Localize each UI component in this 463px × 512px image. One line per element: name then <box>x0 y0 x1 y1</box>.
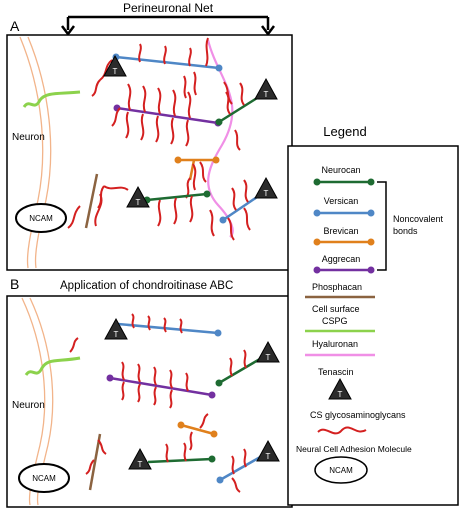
legend-hyaluronan-label: Hyaluronan <box>312 339 358 349</box>
panel-b-letter: B <box>10 276 19 292</box>
legend-aggrecan-swatch <box>313 266 375 274</box>
legend-noncovalent-bracket <box>377 181 387 271</box>
panel-b-neurocan-lower <box>147 455 216 464</box>
panel-a-phosphacan <box>84 173 99 229</box>
panel-a-tenascin-2-letter: T <box>264 90 269 99</box>
legend-cs-gag-swatch <box>317 426 367 435</box>
legend-phosphacan-label: Phosphacan <box>312 282 362 292</box>
legend-neurocan-swatch <box>313 178 375 186</box>
panel-b-versican-lower <box>216 454 263 484</box>
panel-b-phosphacan <box>88 433 102 491</box>
panel-b-aggrecan <box>106 374 216 399</box>
panel-a-cs-gags-lower-left <box>67 163 197 229</box>
panel-b-brevican <box>177 421 218 438</box>
legend-ncam-description: Neural Cell Adhesion Molecule <box>296 444 412 454</box>
panel-a-cell-surface-cspg <box>22 90 81 108</box>
panel-b-tenascin-2-letter: T <box>266 353 271 362</box>
perineuronal-net-bracket <box>61 15 275 37</box>
panel-b-cs-stubs-versican-lower <box>231 448 247 493</box>
legend-noncovalent-line2: bonds <box>393 226 418 236</box>
panel-a-cs-gags-aggrecan <box>111 83 192 147</box>
panel-b-cs-stubs-neurocan-lower <box>165 442 187 463</box>
legend-neurocan-label: Neurocan <box>321 165 360 175</box>
panel-a-tenascin-1-letter: T <box>113 67 118 76</box>
panel-b-tenascin-1-letter: T <box>114 330 119 339</box>
panel-a-tenascin-3-letter: T <box>136 198 141 207</box>
perineuronal-net-label: Perineuronal Net <box>123 1 214 15</box>
panel-b-cs-stubs-aggrecan <box>121 361 189 409</box>
panel-a-cs-gags-neurocan-top <box>225 82 245 151</box>
panel-a-neuron-membrane <box>19 36 52 269</box>
panel-b-title: Application of chondroitinase ABC <box>60 280 233 292</box>
panel-a-cs-gags-lower-right <box>209 179 251 241</box>
legend-tenascin-label: Tenascin <box>318 367 354 377</box>
legend-cell-surface-line1: Cell surface <box>312 304 360 314</box>
panel-a-frame <box>6 34 293 271</box>
panel-b-cs-stubs-neurocan-top <box>229 349 247 377</box>
legend-ncam-label: NCAM <box>329 466 353 475</box>
panel-a-brevican <box>174 156 220 181</box>
panel-b-cs-stubs-phosphacan <box>85 439 107 475</box>
legend-brevican-swatch <box>313 238 375 246</box>
panel-b-cs-stubs-brevican <box>189 413 209 451</box>
legend-versican-label: Versican <box>324 196 359 206</box>
panel-a-tenascin-4-letter: T <box>264 189 269 198</box>
legend-tenascin-letter: T <box>338 390 343 399</box>
panel-a-neuron-label: Neuron <box>12 132 45 143</box>
panel-a-ncam-label: NCAM <box>29 214 53 223</box>
legend-ncam-swatch <box>314 456 368 484</box>
legend-cell-surface-line2: CSPG <box>322 316 348 326</box>
panel-a-letter: A <box>10 18 20 34</box>
panel-b-ncam-label: NCAM <box>32 474 56 483</box>
panel-b-versican <box>117 322 222 337</box>
panel-b-tenascin-4-letter: T <box>266 452 271 461</box>
panel-b-tenascin-3-letter: T <box>138 460 143 469</box>
panel-a-cs-gags-versican <box>91 43 192 97</box>
panel-b-cs-stubs-versican <box>131 313 183 334</box>
legend-aggrecan-label: Aggrecan <box>322 254 361 264</box>
legend-noncovalent-line1: Noncovalent <box>393 214 444 224</box>
legend-cs-gag-label: CS glycosaminoglycans <box>310 410 406 420</box>
panel-a-ncam <box>15 203 67 233</box>
legend-title: Legend <box>323 124 366 139</box>
legend-versican-swatch <box>313 209 375 217</box>
legend-frame <box>287 145 459 506</box>
panel-b-neuron-label: Neuron <box>12 400 45 411</box>
panel-b-cell-surface-cspg <box>24 356 81 376</box>
legend-brevican-label: Brevican <box>323 226 358 236</box>
panel-b-ncam <box>18 463 70 493</box>
